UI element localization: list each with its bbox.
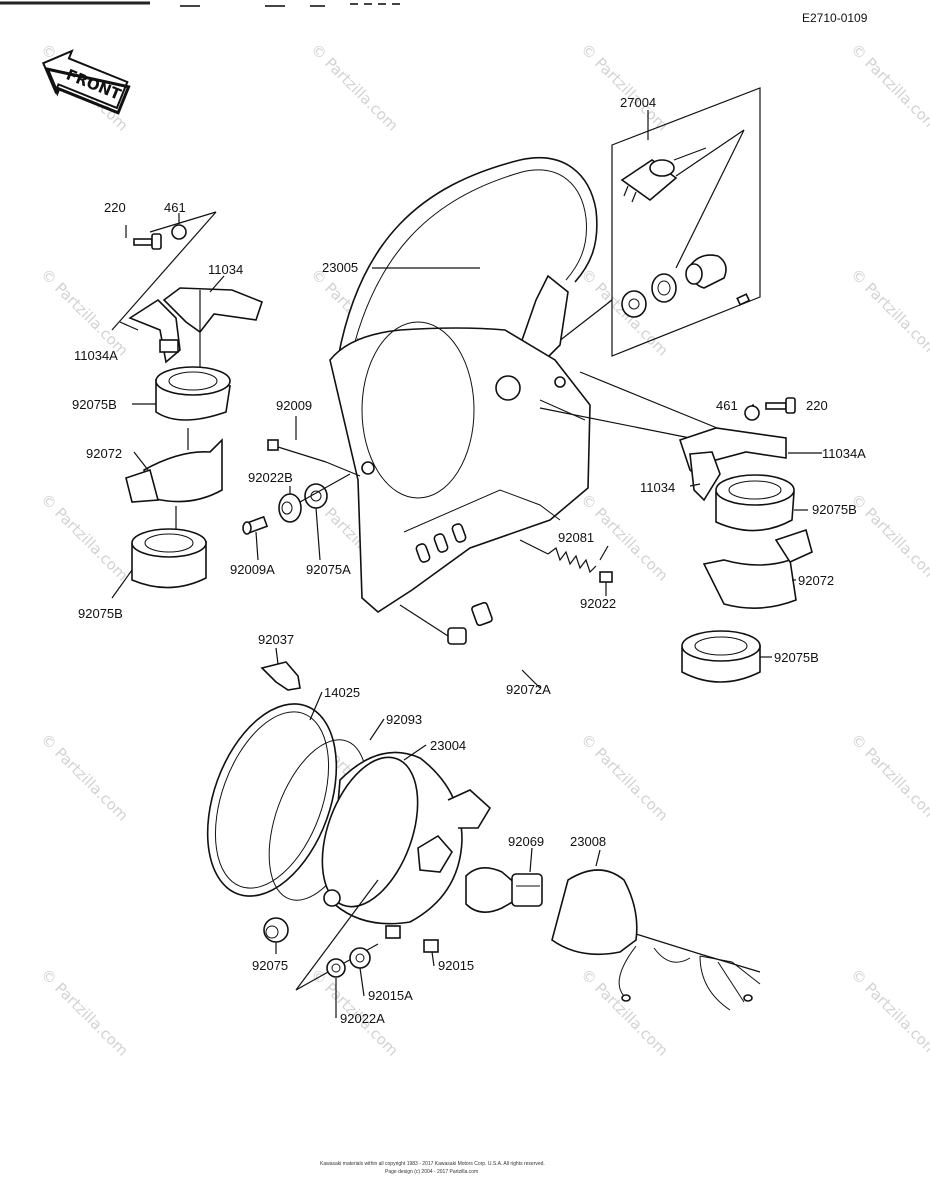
bolt-220-right-icon xyxy=(765,397,796,414)
label-92075B-left-top: 92075B xyxy=(72,397,117,412)
grommet-92022B-icon xyxy=(278,493,302,523)
bushing-92075B-right-bottom-icon xyxy=(681,630,761,683)
label-92081: 92081 xyxy=(558,530,594,545)
label-92009: 92009 xyxy=(276,398,312,413)
label-92075A: 92075A xyxy=(306,562,351,577)
leader-lines xyxy=(111,213,822,1018)
svg-text:© Partzilla.com: © Partzilla.com xyxy=(577,730,672,825)
nut-92015A-icon xyxy=(349,947,371,969)
washer-92022A-icon xyxy=(326,958,346,978)
part-labels: 27004 23005 220 461 11034 11034A 92075B … xyxy=(72,95,866,1026)
label-23008: 23008 xyxy=(570,834,606,849)
label-14025: 14025 xyxy=(324,685,360,700)
label-92075B-right-top: 92075B xyxy=(812,502,857,517)
svg-text:© Partzilla.com: © Partzilla.com xyxy=(847,40,930,135)
headlight-assembly xyxy=(206,661,761,1011)
nut-461-right-icon xyxy=(744,405,760,421)
bushing-92075B-left-top-icon xyxy=(155,366,231,421)
washer-92075A-icon xyxy=(304,483,328,509)
drawing-code: E2710-0109 xyxy=(802,11,868,25)
grommet-92075-icon xyxy=(263,917,289,943)
label-461-right: 461 xyxy=(716,398,738,413)
hose-92072A-icon xyxy=(399,601,546,674)
label-11034A-right: 11034A xyxy=(822,446,866,461)
spring-92081-icon xyxy=(547,547,597,574)
clip-92037-icon xyxy=(260,661,301,691)
label-23005: 23005 xyxy=(322,260,358,275)
label-92075: 92075 xyxy=(252,958,288,973)
label-11034A-left: 11034A xyxy=(74,348,118,363)
label-92015: 92015 xyxy=(438,958,474,973)
label-27004: 27004 xyxy=(620,95,656,110)
label-11034-left: 11034 xyxy=(208,262,243,277)
label-92093: 92093 xyxy=(386,712,422,727)
nut-92015-icon xyxy=(423,939,439,953)
label-92075B-left-bottom: 92075B xyxy=(78,606,123,621)
bushing-92075B-left-bottom-icon xyxy=(131,528,207,589)
rim-14025-icon xyxy=(206,703,338,897)
clamp-92072-right-icon xyxy=(702,528,813,609)
housing-23004-icon xyxy=(321,751,492,939)
label-92015A: 92015A xyxy=(368,988,413,1003)
bushing-92075B-right-top-icon xyxy=(715,474,795,532)
svg-text:© Partzilla.com: © Partzilla.com xyxy=(847,730,930,825)
bolt-92009-icon xyxy=(267,439,327,463)
knob-parts-icon xyxy=(621,254,751,318)
svg-text:© Partzilla.com: © Partzilla.com xyxy=(37,965,132,1060)
label-23004: 23004 xyxy=(430,738,466,753)
svg-text:© Partzilla.com: © Partzilla.com xyxy=(847,965,930,1060)
svg-text:© Partzilla.com: © Partzilla.com xyxy=(847,490,930,585)
bracket-11034-right-icon xyxy=(678,427,787,502)
svg-text:© Partzilla.com: © Partzilla.com xyxy=(37,265,132,360)
svg-text:© Partzilla.com: © Partzilla.com xyxy=(37,490,132,585)
label-92022: 92022 xyxy=(580,596,616,611)
label-92072-right: 92072 xyxy=(798,573,834,588)
left-mount-hardware xyxy=(111,211,263,589)
label-461-left: 461 xyxy=(164,200,186,215)
label-92037: 92037 xyxy=(258,632,294,647)
svg-text:© Partzilla.com: © Partzilla.com xyxy=(577,40,672,135)
right-mount-hardware xyxy=(519,371,813,683)
switch-body-icon xyxy=(620,147,707,203)
label-92069: 92069 xyxy=(508,834,544,849)
svg-text:© Partzilla.com: © Partzilla.com xyxy=(37,730,132,825)
svg-text:© Partzilla.com: © Partzilla.com xyxy=(307,40,402,135)
switch-assembly-27004 xyxy=(544,87,761,357)
bracket-11034-left-icon xyxy=(128,287,263,364)
copyright-line-2: Page design (c) 2004 - 2017 Partzilla.co… xyxy=(385,1169,478,1175)
label-92072-left: 92072 xyxy=(86,446,122,461)
label-11034-right: 11034 xyxy=(640,480,675,495)
label-92075B-right-bottom: 92075B xyxy=(774,650,819,665)
svg-text:© Partzilla.com: © Partzilla.com xyxy=(847,265,930,360)
nut-461-left-icon xyxy=(171,224,187,240)
fairing-23005 xyxy=(329,157,598,613)
copyright-line-1: Kawasaki materials within all copyright … xyxy=(320,1161,545,1167)
label-92072A: 92072A xyxy=(506,682,551,697)
clamp-92072-left-icon xyxy=(125,438,223,503)
lamp-23008-icon xyxy=(551,869,761,1011)
svg-text:© Partzilla.com: © Partzilla.com xyxy=(577,965,672,1060)
nut-92022-icon xyxy=(599,571,613,583)
label-220-right: 220 xyxy=(806,398,828,413)
center-left-fasteners xyxy=(242,439,361,535)
label-92009A: 92009A xyxy=(230,562,275,577)
collar-92009A-icon xyxy=(242,515,269,535)
bulb-92069-icon xyxy=(465,867,543,913)
scan-artifacts xyxy=(0,1,405,7)
label-92022B: 92022B xyxy=(248,470,293,485)
bolt-220-left-icon xyxy=(133,233,162,250)
label-92022A: 92022A xyxy=(340,1011,385,1026)
label-220-left: 220 xyxy=(104,200,126,215)
